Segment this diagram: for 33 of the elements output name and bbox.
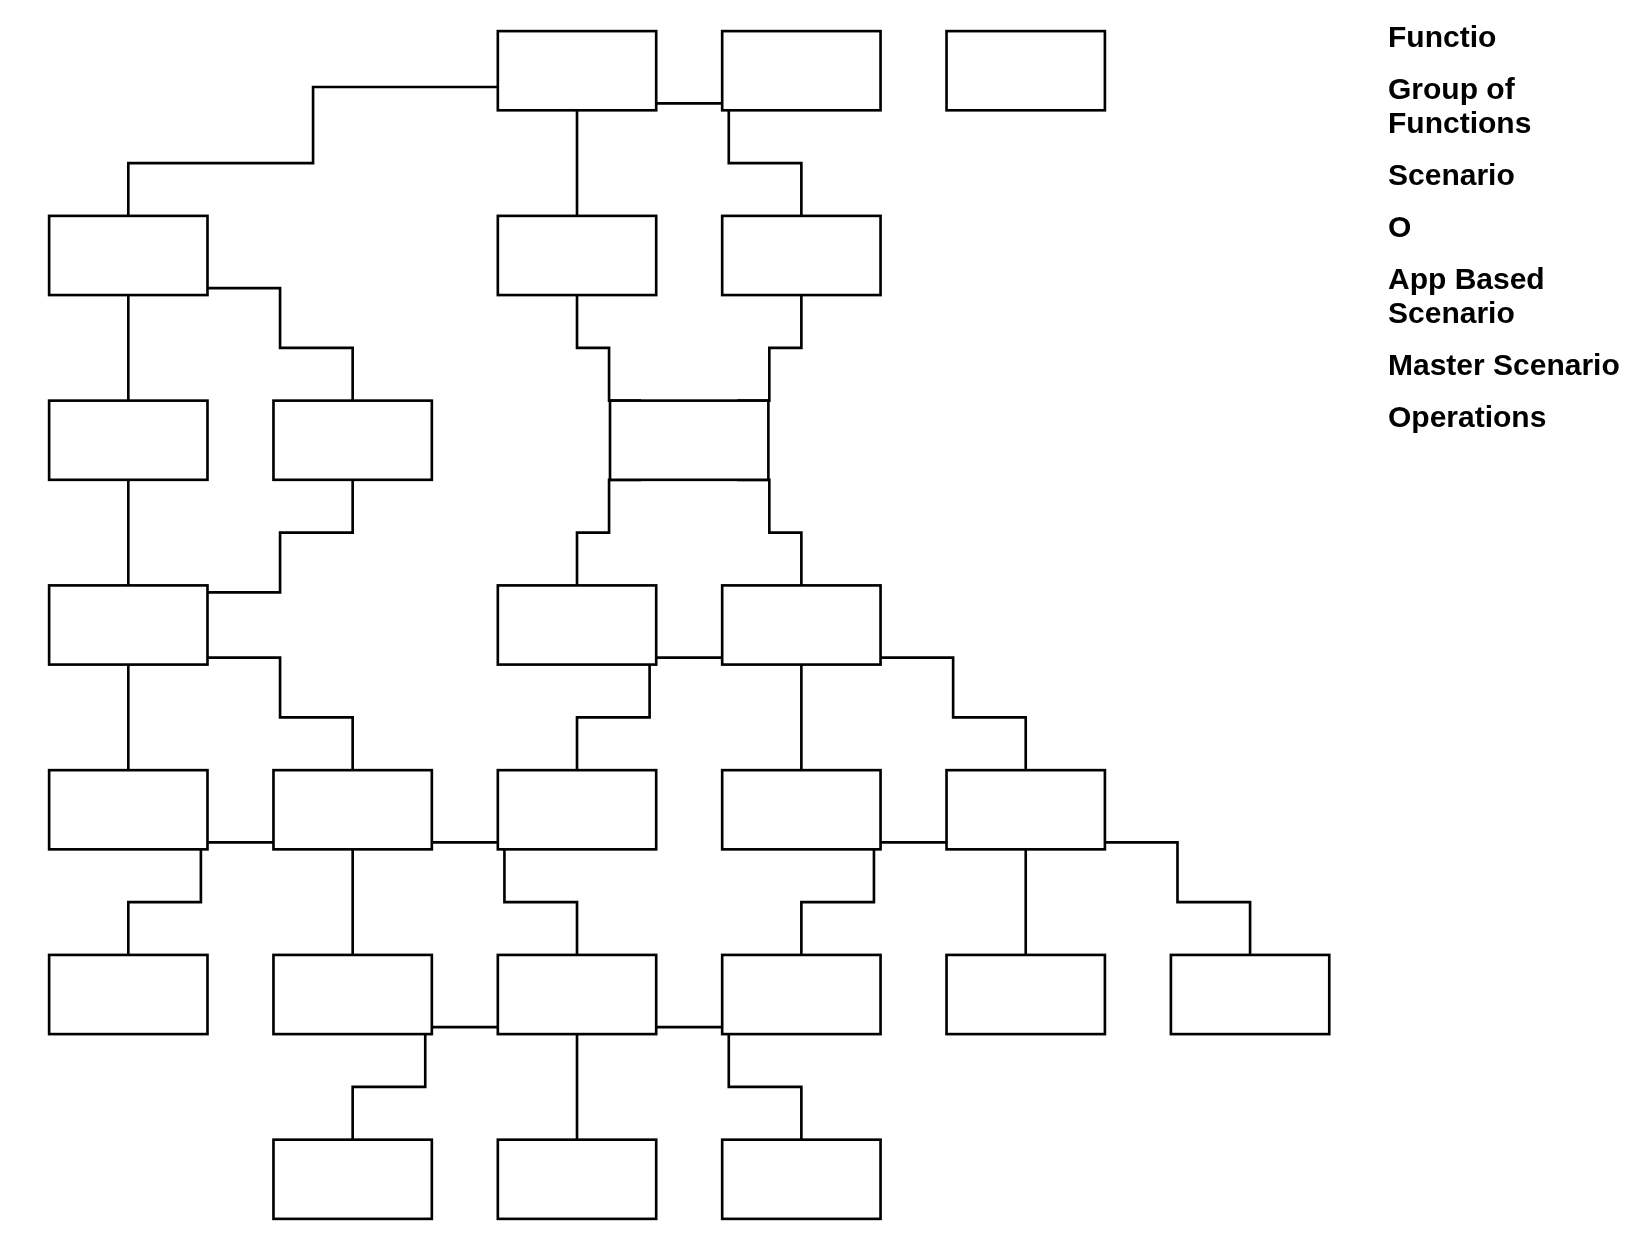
- floating-label: App Based Scenario: [1388, 262, 1546, 330]
- node-box: [496, 1138, 658, 1221]
- node-box: [271, 953, 433, 1036]
- node-box: [271, 1138, 433, 1221]
- node-box: [47, 584, 209, 666]
- node-box: [720, 214, 882, 297]
- node-box: [47, 768, 209, 851]
- node-box: [271, 768, 433, 851]
- node-box: [945, 953, 1107, 1036]
- floating-label: Operations: [1388, 400, 1548, 434]
- node-box: [496, 584, 658, 666]
- floating-label: Master Scenario: [1388, 348, 1621, 382]
- node-box: [496, 953, 658, 1036]
- node-box: [496, 768, 658, 851]
- node-box: [945, 768, 1107, 851]
- node-box: [496, 214, 658, 297]
- node-box: [47, 399, 209, 482]
- node-box: [720, 29, 882, 112]
- node-box: [47, 214, 209, 297]
- node-box: [496, 29, 658, 112]
- node-box: [608, 399, 770, 482]
- floating-label: Functio: [1388, 20, 1498, 54]
- node-box: [720, 584, 882, 666]
- node-box: [1169, 953, 1331, 1036]
- floating-label: Scenario: [1388, 158, 1516, 192]
- floating-label: Group of Functions: [1388, 72, 1533, 140]
- node-box: [720, 953, 882, 1036]
- node-box: [720, 768, 882, 851]
- node-box: [271, 399, 433, 482]
- floating-label: O: [1388, 210, 1413, 244]
- node-box: [47, 953, 209, 1036]
- node-box: [945, 29, 1107, 112]
- node-box: [720, 1138, 882, 1221]
